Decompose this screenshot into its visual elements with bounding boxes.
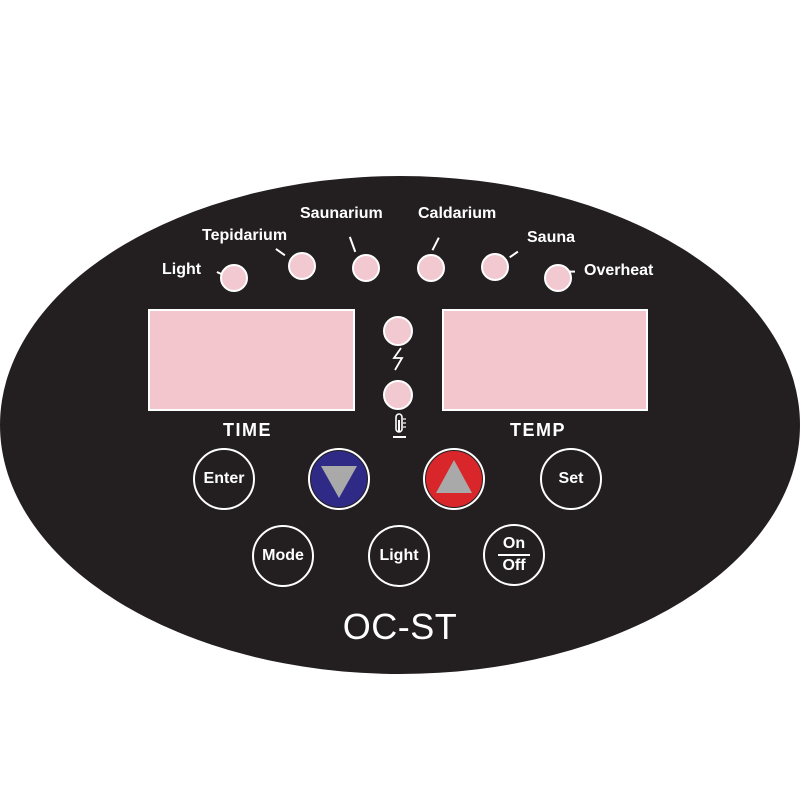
on-off-divider bbox=[498, 554, 530, 556]
indicator-overheat-led bbox=[544, 264, 572, 292]
enter-button[interactable]: Enter bbox=[193, 448, 255, 510]
time-label: TIME bbox=[223, 420, 272, 440]
temp-label: TEMP bbox=[510, 420, 567, 440]
off-label: Off bbox=[502, 556, 526, 574]
indicator-light-led bbox=[220, 264, 248, 292]
thermometer-icon bbox=[393, 413, 406, 438]
set-button[interactable]: Set bbox=[540, 448, 602, 510]
heater-led bbox=[383, 316, 413, 346]
light-button[interactable]: Light bbox=[368, 525, 430, 587]
temp-display bbox=[442, 309, 648, 411]
indicator-tepidarium-led bbox=[288, 252, 316, 280]
down-arrow-icon bbox=[310, 450, 367, 507]
indicator-label-light: Light bbox=[162, 261, 202, 278]
mode-button[interactable]: Mode bbox=[252, 525, 314, 587]
model-name: OC-ST bbox=[342, 606, 458, 647]
indicator-label-caldarium: Caldarium bbox=[418, 205, 497, 222]
on-label: On bbox=[502, 535, 526, 553]
time-display bbox=[148, 309, 355, 411]
on-off-button[interactable]: On Off bbox=[483, 524, 545, 586]
up-button[interactable] bbox=[423, 448, 485, 510]
indicator-caldarium-led bbox=[417, 254, 445, 282]
indicator-label-saunarium: Saunarium bbox=[300, 205, 383, 222]
indicator-label-overheat: Overheat bbox=[584, 262, 654, 279]
indicator-label-tepidarium: Tepidarium bbox=[202, 227, 288, 244]
temperature-led bbox=[383, 380, 413, 410]
lightning-icon bbox=[392, 347, 404, 371]
indicator-label-sauna: Sauna bbox=[527, 229, 576, 246]
down-button[interactable] bbox=[308, 448, 370, 510]
up-arrow-icon bbox=[425, 450, 482, 507]
indicator-sauna-led bbox=[481, 253, 509, 281]
indicator-saunarium-led bbox=[352, 254, 380, 282]
